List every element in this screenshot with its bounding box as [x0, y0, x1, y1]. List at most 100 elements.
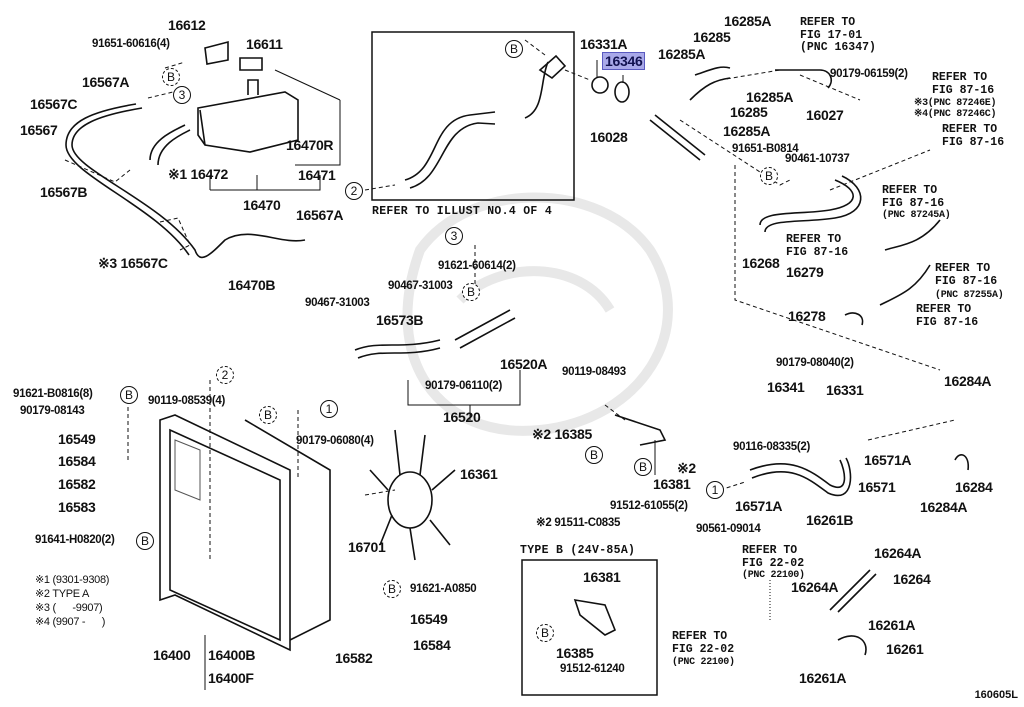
part-label[interactable]: 91641-H0820(2) [35, 534, 115, 546]
part-label[interactable]: 16611 [246, 36, 283, 52]
part-label-highlighted[interactable]: 16346 [602, 52, 646, 70]
part-label[interactable]: 16470R [286, 137, 334, 153]
part-label[interactable]: 91621-A0850 [410, 583, 477, 595]
part-label[interactable]: 16582 [58, 476, 96, 492]
part-label[interactable]: 16028 [590, 129, 628, 145]
part-label[interactable]: 16584 [58, 453, 96, 469]
highlighted-part-number[interactable]: 16346 [602, 52, 646, 70]
part-label[interactable]: 16261A [799, 670, 847, 686]
part-label[interactable]: 16285A [658, 46, 706, 62]
part-label[interactable]: 90179-08143 [20, 405, 85, 417]
note-mark: ※2 [35, 588, 50, 600]
reference-fig-22-02[interactable]: REFER TO FIG 22-02 [672, 630, 735, 656]
part-label[interactable]: 16471 [298, 167, 336, 183]
part-label[interactable]: 16549 [410, 611, 448, 627]
part-label[interactable]: 90119-08539(4) [148, 395, 226, 407]
part-label[interactable]: 16381 [653, 476, 691, 492]
reference-fig-87-16[interactable]: REFER TO FIG 87-16 [942, 123, 1005, 149]
part-label[interactable]: 16285A [724, 13, 772, 29]
part-label[interactable]: 16285A [723, 123, 771, 139]
part-label[interactable]: ※1 16472 [168, 166, 228, 182]
reference-fig-17-01[interactable]: REFER TO FIG 17-01 (PNC 16347) [800, 16, 876, 54]
leader-dash [524, 39, 546, 56]
leader-16520 [407, 370, 521, 420]
part-label[interactable]: 16400B [208, 647, 256, 663]
reference-fig-87-16[interactable]: REFER TO FIG 87-16 [916, 303, 979, 329]
part-label[interactable]: 16582 [335, 650, 373, 666]
leader-dash [799, 74, 861, 101]
part-label[interactable]: 90179-06159(2) [830, 68, 908, 80]
part-label[interactable]: 16470 [243, 197, 281, 213]
reference-fig-87-16[interactable]: REFER TO FIG 87-16 [882, 184, 945, 210]
part-label[interactable]: 16385 [556, 645, 594, 661]
part-label[interactable]: 90467-31003 [305, 297, 370, 309]
part-label[interactable]: 16381 [583, 569, 621, 585]
reference-fig-87-16[interactable]: REFER TO FIG 87-16 [932, 71, 995, 97]
part-label[interactable]: 16268 [742, 255, 780, 271]
part-label[interactable]: 91512-61055(2) [610, 500, 688, 512]
part-label[interactable]: 91651-60616(4) [92, 38, 170, 50]
part-label[interactable]: 16361 [460, 466, 498, 482]
part-label[interactable]: 16331A [580, 36, 628, 52]
part-label[interactable]: 16284A [944, 373, 992, 389]
part-label[interactable]: 91651-B0814 [732, 143, 799, 155]
hose-16573B-drawing [354, 339, 441, 351]
part-label[interactable]: 90179-06110(2) [425, 380, 503, 392]
part-label[interactable]: 16264 [893, 571, 931, 587]
part-label[interactable]: 16278 [788, 308, 826, 324]
part-label[interactable]: 16571A [864, 452, 912, 468]
part-label[interactable]: 16285 [730, 104, 768, 120]
part-label[interactable]: 90116-08335(2) [733, 441, 811, 453]
part-label[interactable]: 16567A [82, 74, 130, 90]
part-label[interactable]: 16285A [746, 89, 794, 105]
leader-dash [679, 119, 791, 186]
reference-pnc: (PNC 87245A) [882, 210, 951, 221]
part-label[interactable]: 16549 [58, 431, 96, 447]
part-label[interactable]: 16400 [153, 647, 191, 663]
part-label[interactable]: 16341 [767, 379, 805, 395]
part-label[interactable]: 91621-60614(2) [438, 260, 516, 272]
part-label[interactable]: 16567C [30, 96, 78, 112]
part-label[interactable]: 90467-31003 [388, 280, 453, 292]
part-label[interactable]: 90179-06080(4) [296, 435, 374, 447]
reference-fig-22-02[interactable]: REFER TO FIG 22-02 [742, 544, 805, 570]
part-label[interactable]: 16571A [735, 498, 783, 514]
part-label[interactable]: 16284 [955, 479, 993, 495]
part-label[interactable]: ※2 16385 [532, 426, 592, 442]
part-label[interactable]: ※3 16567C [98, 255, 168, 271]
part-label[interactable]: 16567B [40, 184, 88, 200]
part-label[interactable]: 16573B [376, 312, 424, 328]
part-label[interactable]: 16285 [693, 29, 731, 45]
part-label[interactable]: 91512-61240 [560, 663, 625, 675]
part-label[interactable]: 91621-B0816(8) [13, 388, 93, 400]
part-label[interactable]: 16331 [826, 382, 864, 398]
part-label[interactable]: 16261A [868, 617, 916, 633]
part-label[interactable]: 90461-10737 [785, 153, 850, 165]
part-label[interactable]: 16583 [58, 499, 96, 515]
reference-fig-87-16[interactable]: REFER TO FIG 87-16 [935, 262, 998, 288]
reference-fig-87-16[interactable]: REFER TO FIG 87-16 [786, 233, 849, 259]
part-label[interactable]: 90179-08040(2) [776, 357, 854, 369]
part-label[interactable]: 16264A [874, 545, 922, 561]
part-label[interactable]: 16567A [296, 207, 344, 223]
part-label[interactable]: 90119-08493 [562, 366, 626, 378]
part-label[interactable]: 16400F [208, 670, 254, 686]
part-label[interactable]: 16027 [806, 107, 844, 123]
part-label[interactable]: 16520 [443, 409, 481, 425]
part-label[interactable]: 16264A [791, 579, 839, 595]
part-label[interactable]: ※2 91511-C0835 [536, 517, 621, 529]
reference-pnc: ※3(PNC 87246E) ※4(PNC 87246C) [914, 98, 997, 120]
part-label[interactable]: 16612 [168, 17, 206, 33]
part-label[interactable]: 16584 [413, 637, 451, 653]
part-label[interactable]: 16567 [20, 122, 58, 138]
part-label[interactable]: 16261B [806, 512, 854, 528]
part-label[interactable]: 16701 [348, 539, 386, 555]
part-label[interactable]: 16261 [886, 641, 924, 657]
part-label[interactable]: 16279 [786, 264, 824, 280]
part-label[interactable]: 16571 [858, 479, 896, 495]
part-label[interactable]: 16520A [500, 356, 548, 372]
part-label[interactable]: 16284A [920, 499, 968, 515]
part-label[interactable]: 90561-09014 [696, 523, 761, 535]
part-label[interactable]: 16470B [228, 277, 276, 293]
reference-pnc: (PNC 87255A) [935, 290, 1004, 301]
